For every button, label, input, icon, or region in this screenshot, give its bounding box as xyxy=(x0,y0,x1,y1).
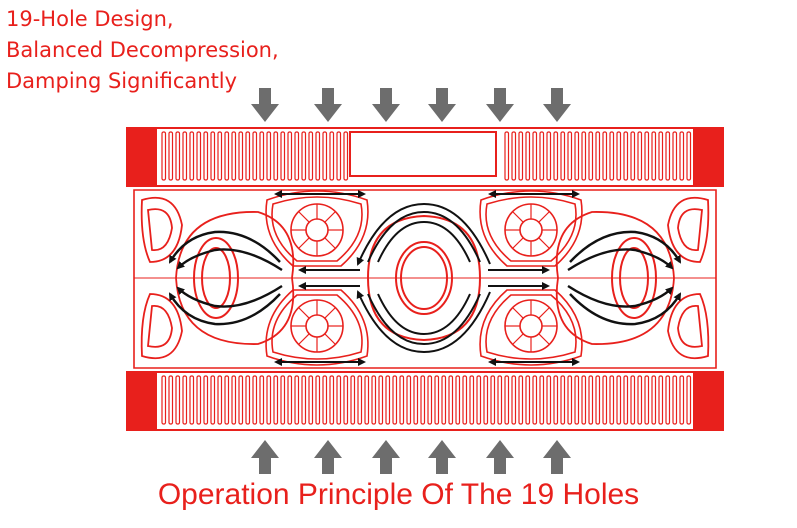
arrow-up-icon xyxy=(314,440,342,474)
top-ribbed-band xyxy=(126,127,724,187)
arrow-down-icon xyxy=(486,88,514,122)
wheel-hole xyxy=(265,289,369,366)
arrow-down-icon xyxy=(428,88,456,122)
wheel-hole xyxy=(265,190,369,267)
arrow-down-icon xyxy=(543,88,571,122)
air-flow-arrows xyxy=(168,190,682,366)
arrow-down-icon xyxy=(372,88,400,122)
wheel-hole xyxy=(479,190,583,267)
wheel-hole xyxy=(479,289,583,366)
bottom-pressure-arrows xyxy=(251,440,571,474)
arrow-up-icon xyxy=(543,440,571,474)
top-pressure-arrows xyxy=(251,88,571,122)
caption-line-3: Damping Significantly xyxy=(6,69,238,93)
design-caption: 19-Hole Design, Balanced Decompression, … xyxy=(6,4,279,97)
arrow-down-icon xyxy=(251,88,279,122)
arrow-down-icon xyxy=(314,88,342,122)
top-center-window xyxy=(349,131,497,177)
arrow-up-icon xyxy=(486,440,514,474)
caption-line-1: 19-Hole Design, xyxy=(6,7,174,31)
arrow-up-icon xyxy=(251,440,279,474)
arrow-up-icon xyxy=(428,440,456,474)
caption-line-2: Balanced Decompression, xyxy=(6,38,279,62)
diagram-title: Operation Principle Of The 19 Holes xyxy=(157,478,640,511)
bottom-ribbed-band xyxy=(126,371,724,431)
wheel-holes xyxy=(265,190,583,366)
side-lobes xyxy=(175,211,675,345)
arrow-up-icon xyxy=(372,440,400,474)
left-side-cushions xyxy=(140,196,183,360)
side-oval-holes xyxy=(193,237,657,319)
right-side-cushions xyxy=(667,196,710,360)
